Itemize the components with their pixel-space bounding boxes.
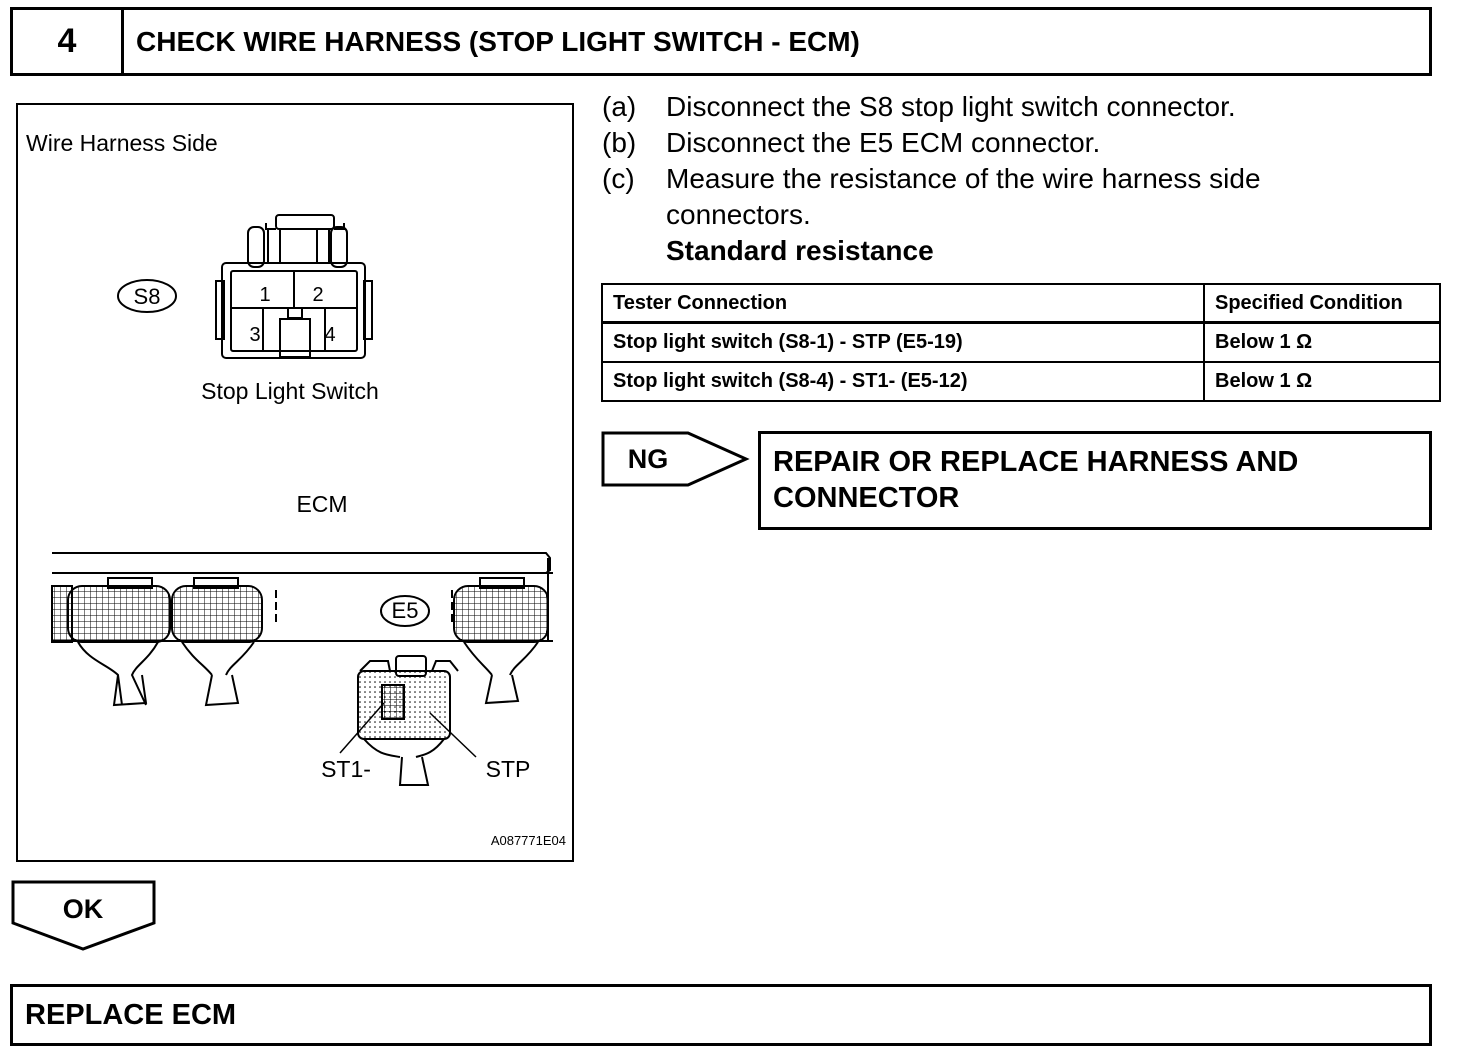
ng-result-line: CONNECTOR bbox=[773, 482, 960, 514]
instruction-a: (a) Disconnect the S8 stop light switch c… bbox=[602, 89, 1236, 125]
table-row: Stop light switch (S8-4) - ST1- (E5-12) … bbox=[601, 361, 1441, 402]
step-title: CHECK WIRE HARNESS (STOP LIGHT SWITCH - … bbox=[121, 7, 1432, 76]
ok-arrow: OK bbox=[11, 880, 156, 951]
e5-tag-ellipse bbox=[380, 595, 430, 627]
instruction-text: Disconnect the E5 ECM connector. bbox=[666, 127, 1101, 158]
stop-light-switch-label: Stop Light Switch bbox=[201, 378, 379, 404]
instruction-c: (c) Measure the resistance of the wire ha… bbox=[602, 161, 1261, 197]
table-cell: Stop light switch (S8-4) - ST1- (E5-12) bbox=[601, 361, 1205, 402]
wiring-figure: Wire Harness Side S8 1 2 3 4 Stop Light … bbox=[16, 103, 574, 862]
ok-label: OK bbox=[63, 894, 104, 924]
figure-heading: Wire Harness Side bbox=[26, 130, 218, 156]
ok-result-box: REPLACE ECM bbox=[10, 984, 1432, 1046]
ecm-connector-left bbox=[51, 577, 171, 707]
ecm-connector-right bbox=[453, 577, 549, 705]
stp-label: STP bbox=[486, 756, 531, 782]
ecm-connector-middle bbox=[171, 577, 263, 707]
stp-leader bbox=[429, 712, 477, 758]
step-number: 4 bbox=[10, 7, 124, 76]
instruction-label: (a) bbox=[602, 91, 637, 122]
instruction-text: Disconnect the S8 stop light switch conn… bbox=[666, 91, 1236, 122]
ng-label: NG bbox=[628, 444, 669, 474]
ng-result-line: REPAIR OR REPLACE HARNESS AND bbox=[773, 446, 1299, 478]
table-cell: Below 1 Ω bbox=[1203, 361, 1441, 402]
ng-arrow: NG bbox=[601, 431, 750, 487]
ng-result-box: REPAIR OR REPLACE HARNESS AND CONNECTOR bbox=[758, 431, 1432, 530]
st1-leader bbox=[339, 702, 385, 754]
instruction-c-cont: connectors. bbox=[602, 197, 811, 233]
pin-4: 4 bbox=[324, 324, 335, 346]
pin-3: 3 bbox=[249, 324, 260, 346]
table-cell: Stop light switch (S8-1) - STP (E5-19) bbox=[601, 321, 1205, 363]
table-header-cell: Tester Connection bbox=[601, 283, 1205, 324]
connector-diagram: Wire Harness Side S8 1 2 3 4 Stop Light … bbox=[26, 130, 566, 848]
table-header-cell: Specified Condition bbox=[1203, 283, 1441, 324]
table-cell: Below 1 Ω bbox=[1203, 321, 1441, 363]
figure-code: A087771E04 bbox=[491, 833, 566, 848]
standard-resistance-heading: Standard resistance bbox=[666, 235, 934, 266]
table-header-row: Tester Connection Specified Condition bbox=[601, 283, 1441, 324]
s8-tag-ellipse bbox=[117, 279, 177, 313]
pin-1: 1 bbox=[259, 284, 270, 306]
e5-tag: E5 bbox=[392, 598, 419, 623]
ecm-label: ECM bbox=[296, 491, 347, 517]
instruction-label: (b) bbox=[602, 127, 637, 158]
pin-2: 2 bbox=[312, 284, 323, 306]
resistance-table: Tester Connection Specified Condition St… bbox=[601, 283, 1441, 402]
stop-light-switch-connector bbox=[215, 214, 373, 359]
instruction-b: (b) Disconnect the E5 ECM connector. bbox=[602, 125, 1100, 161]
table-row: Stop light switch (S8-1) - STP (E5-19) B… bbox=[601, 321, 1441, 363]
s8-tag: S8 bbox=[134, 284, 161, 309]
st1-label: ST1- bbox=[321, 756, 371, 782]
e5-connector bbox=[357, 655, 459, 786]
instruction-label: (c) bbox=[602, 163, 635, 194]
instruction-text: Measure the resistance of the wire harne… bbox=[666, 163, 1261, 194]
instruction-text: connectors. bbox=[666, 199, 811, 230]
